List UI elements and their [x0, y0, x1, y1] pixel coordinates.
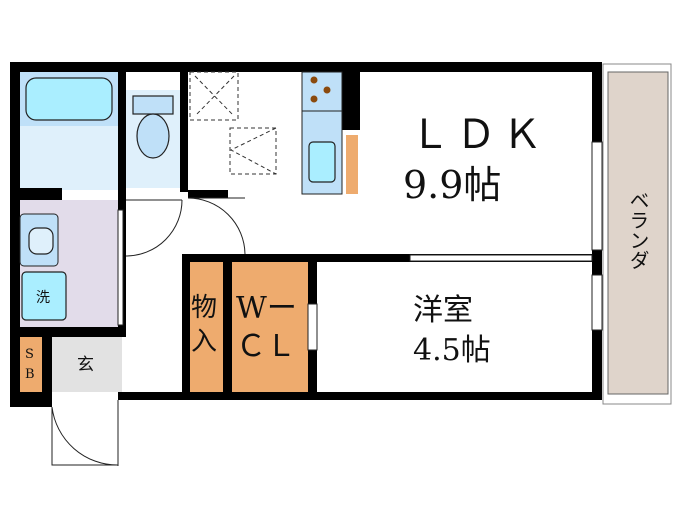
- ldk-label: ＬＤＫ: [410, 112, 548, 158]
- wic-label-line2: ＣＬ: [236, 329, 296, 364]
- walk-in-closet: [232, 262, 308, 392]
- wic-label-line1: Wー: [236, 291, 297, 326]
- shoe-box-label-line1: S: [25, 347, 34, 362]
- burner-icon: [310, 95, 318, 103]
- windows-and-sliding-doors: [117, 141, 603, 351]
- storage-label-line1: 物: [191, 293, 217, 323]
- shoe-box: [20, 337, 42, 392]
- veranda-floor: [607, 71, 669, 395]
- storage-closet: [190, 262, 223, 392]
- walls: [10, 62, 602, 407]
- entrance-floor: [52, 337, 122, 392]
- western-room-size-label: 4.5帖: [413, 333, 491, 368]
- veranda-label: ベランダ: [626, 190, 650, 270]
- doors: [51, 197, 246, 466]
- fridge-space: [346, 135, 358, 194]
- toilet-tank-icon: [132, 95, 174, 115]
- toilet-bowl-icon: [136, 113, 170, 159]
- ldk-size-label: 9.9帖: [403, 163, 501, 207]
- washer-label: 洗: [36, 290, 50, 306]
- washing-machine-icon: [21, 271, 67, 321]
- western-room-label: 洋室: [413, 293, 473, 328]
- burner-icon: [310, 76, 318, 84]
- storage-label-line2: 入: [191, 327, 217, 357]
- bathtub-icon: [25, 77, 113, 121]
- burner-icon: [323, 86, 331, 94]
- entrance-label: 玄: [77, 355, 94, 375]
- sink-icon: [308, 141, 336, 183]
- shoe-box-label-line2: B: [25, 367, 35, 382]
- dashed-fixtures: [189, 71, 277, 175]
